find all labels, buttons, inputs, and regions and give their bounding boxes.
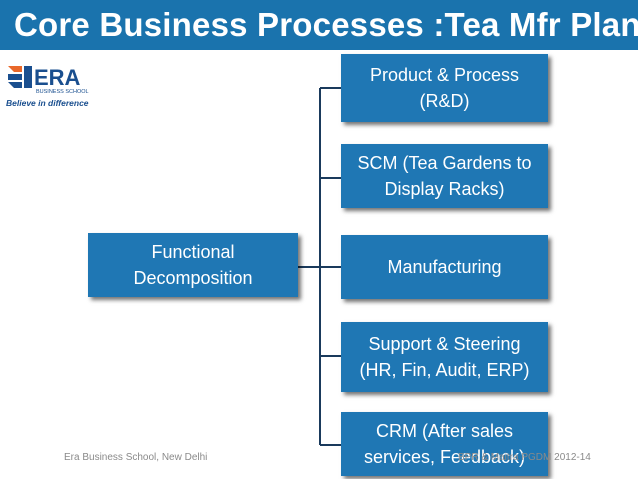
child-node-line-1: Product & Process [369,64,520,85]
footer-right: BPR & Maitra PGDM 2012-14 [458,452,591,463]
footer-left: Era Business School, New Delhi [64,452,208,463]
child-node-line-2: (R&D) [419,91,470,111]
logo-sub: BUSINESS SCHOOL [36,89,89,95]
logo-icon [8,66,32,88]
child-node-product-process: Product & Process (R&D) [341,54,548,122]
child-node-line-1: CRM (After sales [375,420,514,441]
era-logo: ERA BUSINESS SCHOOL Believe in differenc… [6,65,89,108]
root-node-line-1: Functional [151,241,235,262]
title-bar: Core Business Processes :Tea Mfr Plant [0,0,638,50]
child-node-line-1: Support & Steering [368,333,521,354]
child-node-line-1: SCM (Tea Gardens to [357,152,532,173]
child-node-scm: SCM (Tea Gardens to Display Racks) [341,144,548,208]
logo-tagline: Believe in difference [6,98,89,108]
child-node-line-2: services, Feedback) [363,447,526,467]
slide-title: Core Business Processes :Tea Mfr Plant [14,6,638,43]
child-node-line-2: Display Racks) [384,179,505,199]
root-node-line-2: Decomposition [133,268,253,288]
child-node-support-steering: Support & Steering (HR, Fin, Audit, ERP) [341,322,548,392]
root-node-functional-decomposition: Functional Decomposition [88,233,298,297]
child-node-line-2: (HR, Fin, Audit, ERP) [359,360,530,380]
logo-name: ERA [34,65,81,90]
child-node-crm: CRM (After sales services, Feedback) [341,412,548,476]
child-node-manufacturing: Manufacturing [341,235,548,299]
child-node-line-1: Manufacturing [387,256,502,277]
